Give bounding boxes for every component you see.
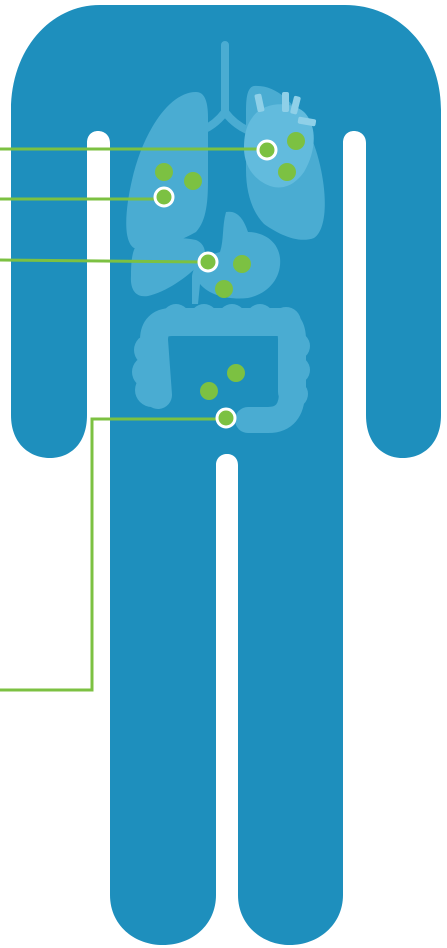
marker-dot [287,132,305,150]
hotspot-stomach[interactable] [199,253,217,271]
marker-dot [278,163,296,181]
leader-line-stomach [0,260,206,262]
marker-dot [200,382,218,400]
body-shape [11,5,441,945]
body-silhouette [11,5,441,945]
hotspot-colon[interactable] [217,409,235,427]
heart-vessel [282,92,289,112]
marker-dot [227,364,245,382]
marker-dot [215,280,233,298]
hotspot-heart[interactable] [258,141,276,159]
marker-dot [155,163,173,181]
marker-dot [233,255,251,273]
marker-dot [184,172,202,190]
hotspot-lung[interactable] [155,188,173,206]
